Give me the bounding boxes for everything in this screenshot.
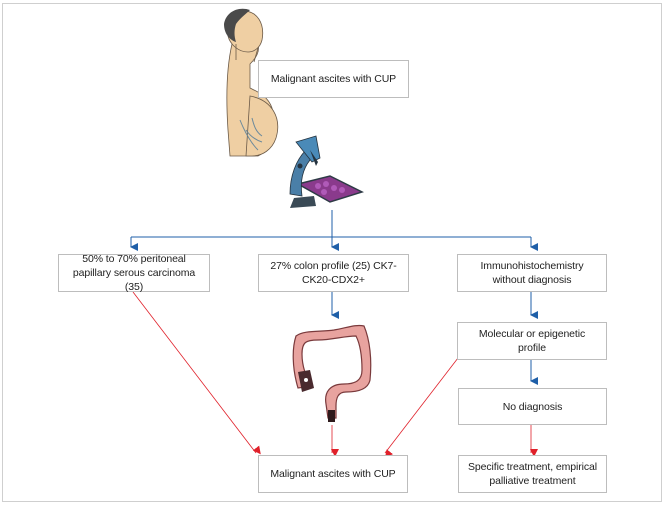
specific-treatment-label: Specific treatment, empirical palliative… <box>468 461 597 487</box>
no-diagnosis-label: No diagnosis <box>502 400 563 413</box>
specific-treatment-box: Specific treatment, empirical palliative… <box>458 455 607 493</box>
colon-illustration <box>292 324 372 422</box>
molecular-profile-label: Molecular or epigenetic profile <box>478 328 586 354</box>
patient-illustration <box>224 8 278 157</box>
immunohistochemistry-box: Immunohistochemistry without diagnosis <box>457 254 607 292</box>
figure-frame <box>2 3 662 502</box>
immunohistochemistry-label: Immunohistochemistry without diagnosis <box>480 260 584 286</box>
blue-connectors <box>130 210 538 385</box>
molecular-profile-box: Molecular or epigenetic profile <box>457 322 607 360</box>
serous-carcinoma-box: 50% to 70% peritoneal papillary serous c… <box>58 253 210 293</box>
serous-carcinoma-label: 50% to 70% peritoneal papillary serous c… <box>72 253 196 293</box>
colon-profile-box: 27% colon profile (25) CK7-CK20-CDX2+ <box>258 254 409 292</box>
outcome-box-label: Malignant ascites with CUP <box>270 468 396 480</box>
top-malignant-ascites-box: Malignant ascites with CUP <box>258 60 409 98</box>
red-connectors <box>132 291 538 458</box>
colon-profile-label: 27% colon profile (25) CK7-CK20-CDX2+ <box>270 260 397 286</box>
microscope-illustration <box>289 135 364 208</box>
top-box-label: Malignant ascites with CUP <box>270 73 397 85</box>
no-diagnosis-box: No diagnosis <box>458 388 607 425</box>
outcome-malignant-ascites-box: Malignant ascites with CUP <box>258 455 408 493</box>
